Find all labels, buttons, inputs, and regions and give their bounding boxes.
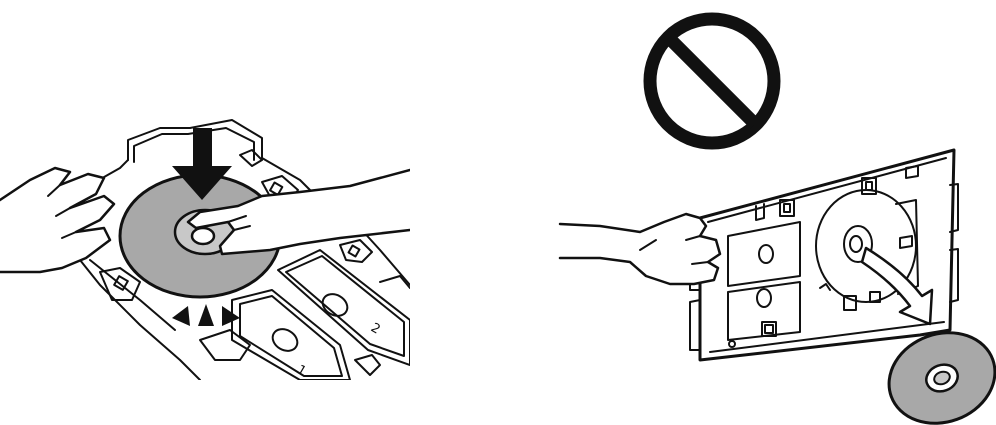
curved-arrow-icon [862, 248, 932, 324]
click-mark-icon [172, 304, 240, 326]
hand-left-helper [0, 168, 114, 272]
left-panel: 2 1 [0, 120, 410, 380]
prohibition-icon [650, 19, 774, 143]
cd-disc-right [876, 318, 996, 425]
cd-tray-right [690, 150, 958, 360]
right-panel [560, 19, 996, 425]
tray-slot-number-2: 2 [368, 320, 383, 337]
